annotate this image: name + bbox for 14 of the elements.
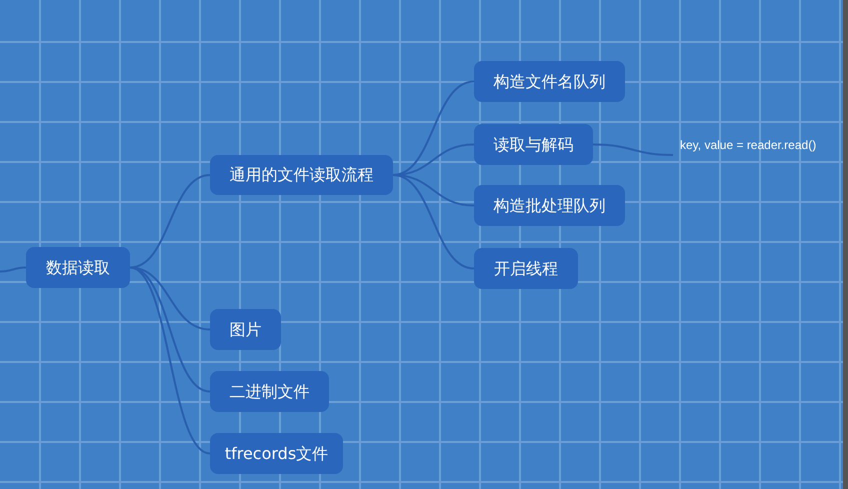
topic-box: 读取与解码 bbox=[474, 124, 593, 165]
branch-line bbox=[130, 266, 210, 454]
topic-box: 构造文件名队列 bbox=[474, 61, 625, 102]
topic-box: 数据读取 bbox=[26, 247, 130, 288]
branch-line bbox=[592, 144, 674, 156]
branch-line bbox=[392, 174, 474, 270]
branch-line bbox=[0, 266, 26, 272]
topic-box: 开启线程 bbox=[474, 248, 578, 289]
note-text: key, value = reader.read() bbox=[680, 134, 840, 156]
topic-box: 构造批处理队列 bbox=[474, 185, 625, 226]
topic-box: 二进制文件 bbox=[210, 371, 329, 412]
topic-box: 通用的文件读取流程 bbox=[210, 155, 393, 195]
topic-box: 图片 bbox=[210, 309, 281, 350]
topic-box: tfrecords文件 bbox=[210, 433, 343, 474]
